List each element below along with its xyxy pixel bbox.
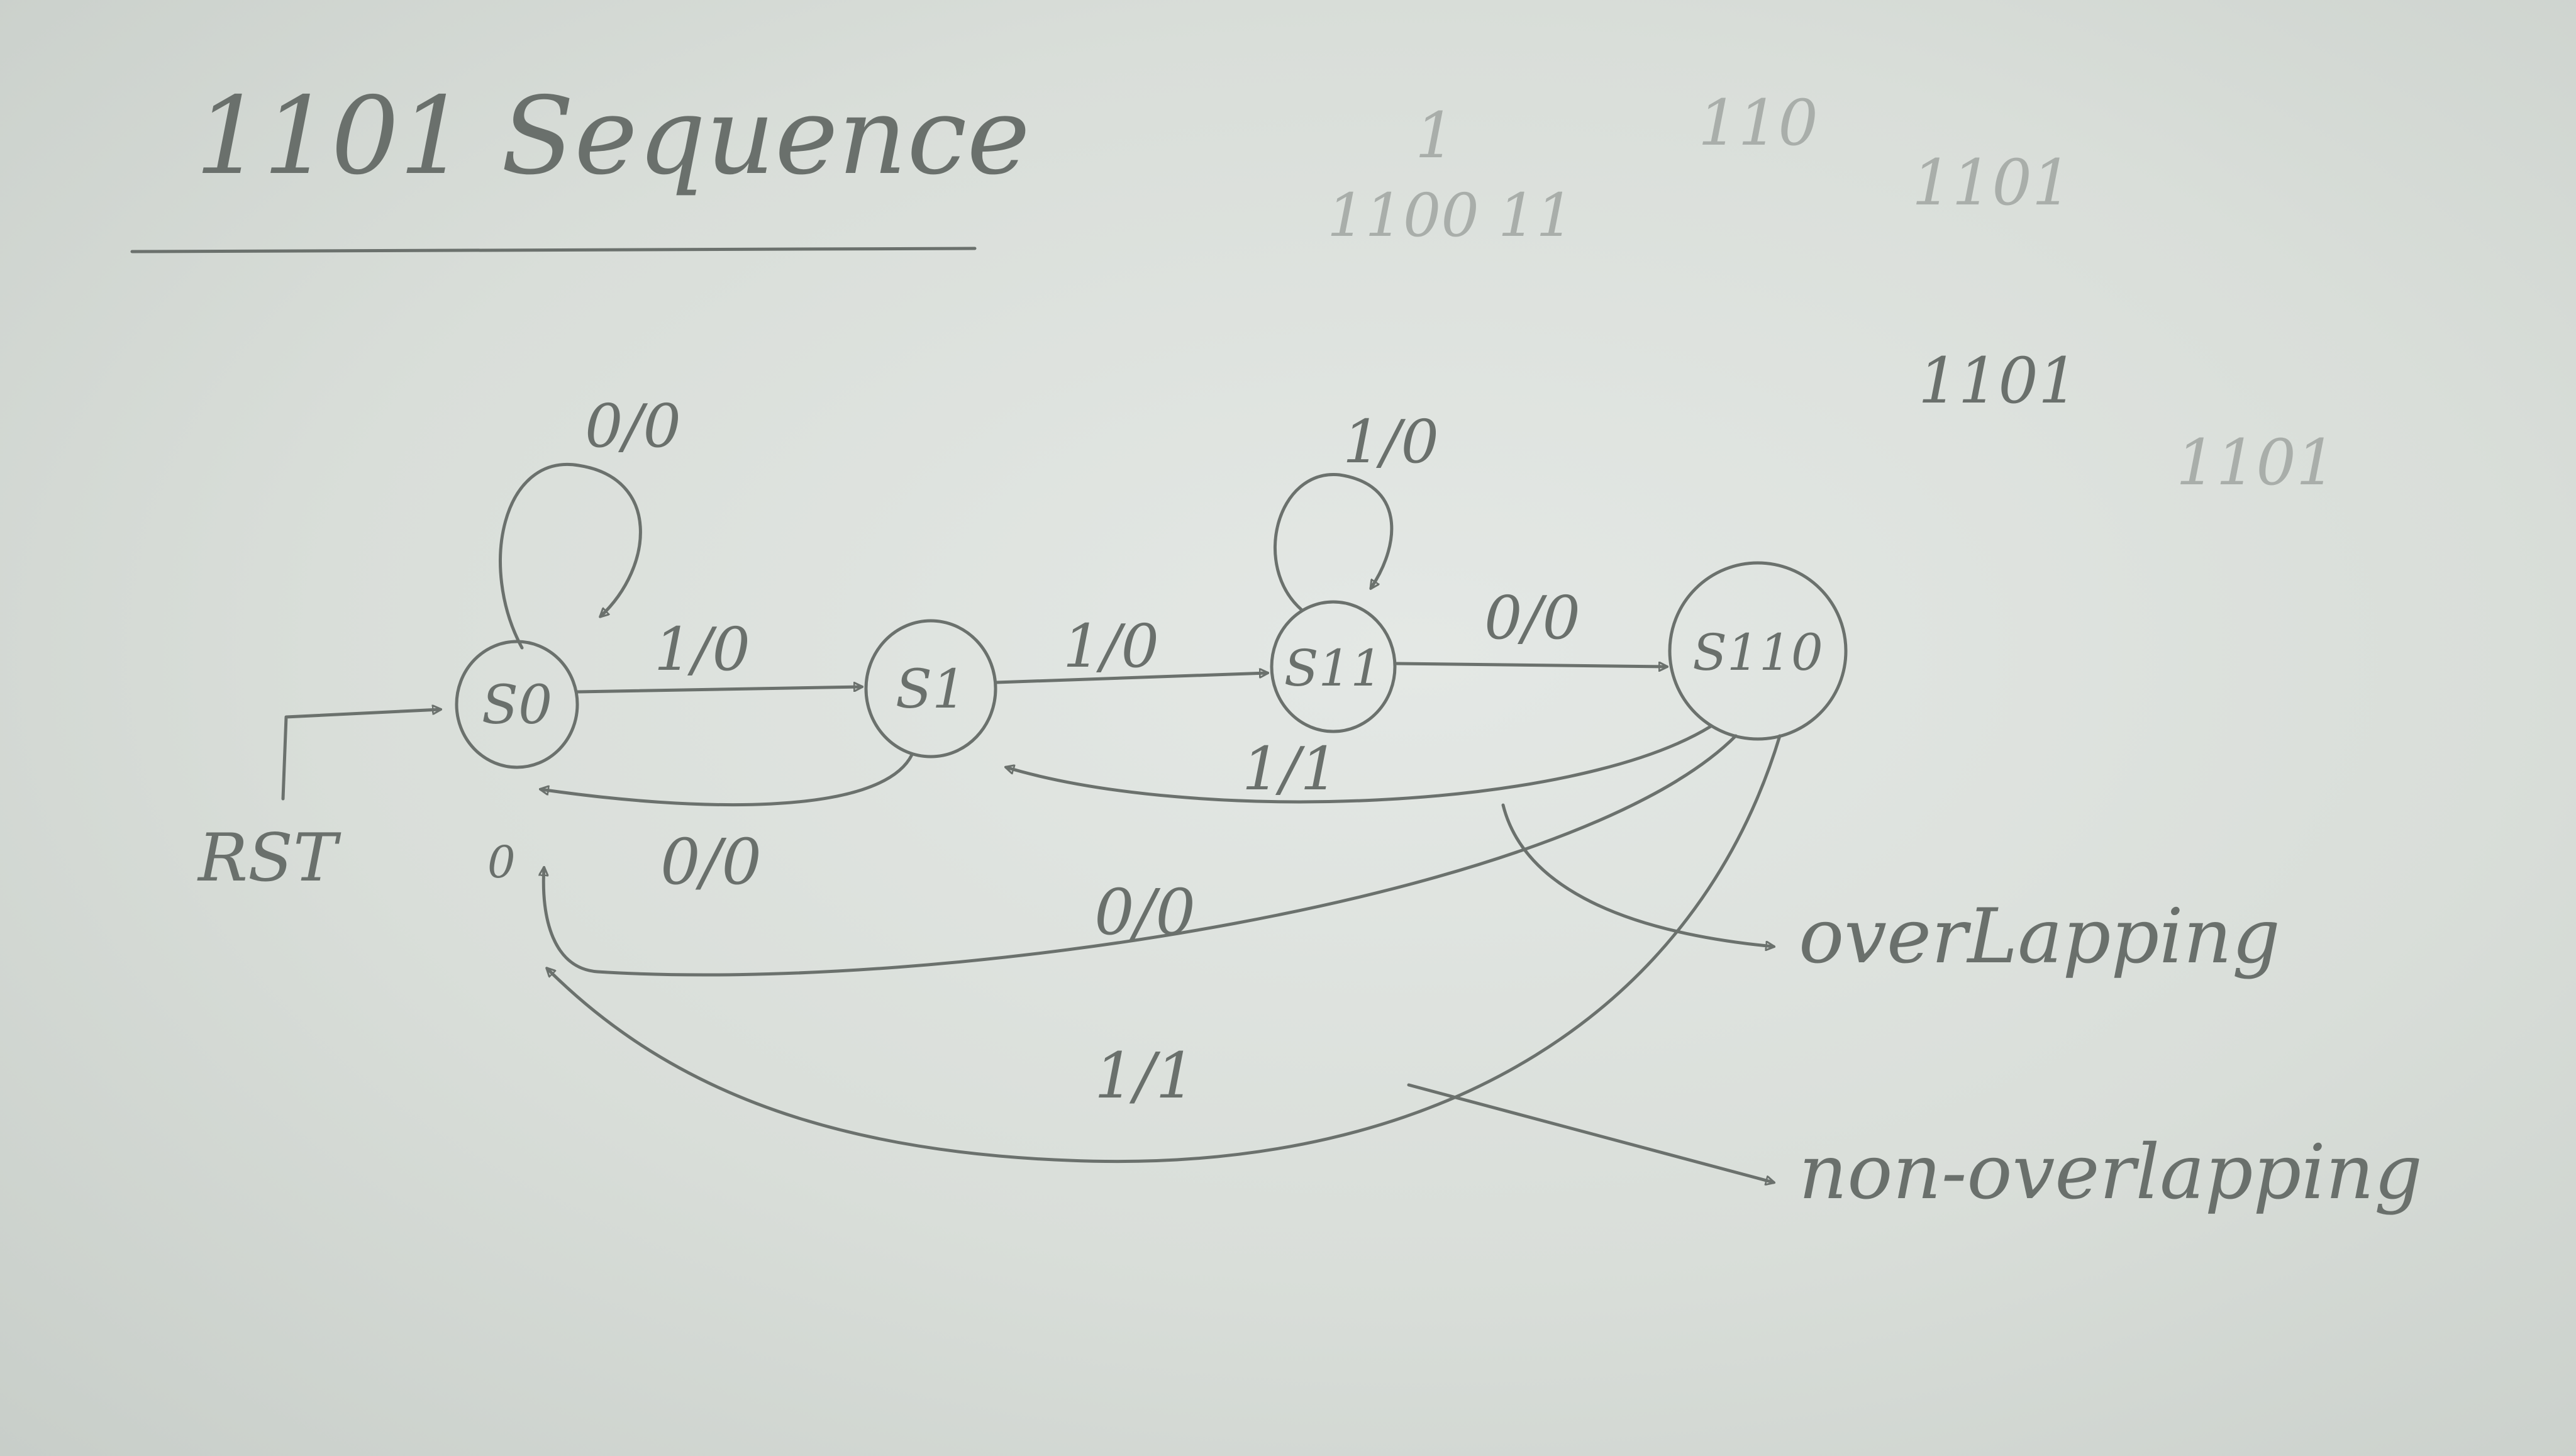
s1-to-s11-edge (995, 673, 1267, 684)
s0-self-label: 0/0 (585, 392, 681, 461)
scratch-note-3: 1100 11 (1327, 181, 1574, 250)
non-overlapping-label: non-overlapping (1799, 1129, 2423, 1216)
state-s0: S0 (455, 640, 579, 769)
s110-to-s0-one-label: 1/1 (1094, 1039, 1196, 1113)
s11-self-label: 1/0 (1343, 408, 1439, 477)
s110-to-s0-zero-edge (543, 734, 1738, 977)
state-s110-label: S110 (1692, 623, 1823, 682)
s1-to-s0-edge (541, 753, 914, 807)
state-s11: S11 (1270, 600, 1397, 733)
non-overlapping-pointer (1407, 1083, 1774, 1182)
s1-to-s11-label: 1/0 (1063, 612, 1159, 681)
scratch-note-2: 110 (1698, 86, 1818, 160)
s11-self-loop (1274, 473, 1394, 612)
s110-to-s1-label: 1/1 (1242, 735, 1338, 804)
scratch-note-4: 1101 (1912, 146, 2072, 220)
scratch-note-6: 1101 (2176, 426, 2336, 499)
overlapping-label: overLapping (1799, 893, 2280, 981)
s0-to-s1-edge (575, 687, 862, 694)
s11-to-s110-label: 0/0 (1484, 584, 1580, 653)
state-s1-label: S1 (896, 659, 966, 721)
s0-self-loop (499, 462, 642, 650)
s110-to-s1-edge (1006, 725, 1713, 804)
s0-entry-mark: 0 (487, 836, 516, 888)
scratch-note-5: 1101 (1918, 344, 2079, 418)
state-s0-label: S0 (482, 674, 552, 736)
scratch-note-1: 1 (1415, 99, 1455, 172)
reset-arrow (281, 709, 440, 801)
s110-to-s0-zero-label: 0/0 (1094, 875, 1196, 949)
state-s110: S110 (1668, 561, 1848, 741)
page-title: 1101 Sequence (195, 74, 1030, 199)
overlapping-pointer (1501, 803, 1774, 947)
s0-to-s1-label: 1/0 (654, 615, 750, 684)
s11-to-s110-edge (1394, 664, 1667, 667)
state-s1: S1 (864, 619, 997, 759)
reset-label: RST (197, 820, 341, 896)
state-s11-label: S11 (1284, 639, 1383, 697)
s110-to-s0-one-edge (547, 734, 1782, 1164)
s1-to-s0-label: 0/0 (660, 825, 762, 899)
title-underline (130, 247, 977, 253)
